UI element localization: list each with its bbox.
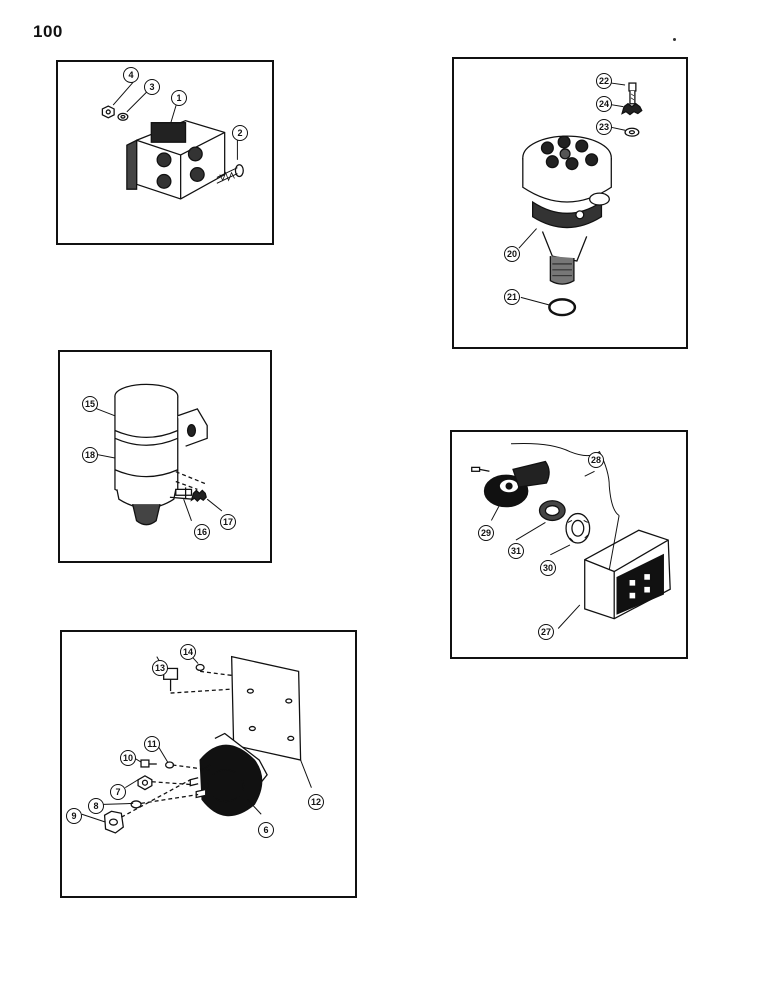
callout-29: 29 bbox=[478, 525, 494, 541]
callout-6: 6 bbox=[258, 822, 274, 838]
callout-2: 2 bbox=[232, 125, 248, 141]
coil-drawing bbox=[89, 383, 223, 526]
callout-15: 15 bbox=[82, 396, 98, 412]
solenoid-drawing bbox=[81, 653, 312, 834]
callout-31: 31 bbox=[508, 543, 524, 559]
callout-23: 23 bbox=[596, 119, 612, 135]
stray-mark bbox=[673, 38, 676, 41]
callout-22: 22 bbox=[596, 73, 612, 89]
coil-illustration-panel: 15 18 16 17 bbox=[58, 350, 272, 563]
callout-18: 18 bbox=[82, 447, 98, 463]
callout-30: 30 bbox=[540, 560, 556, 576]
callout-20: 20 bbox=[504, 246, 520, 262]
callout-10: 10 bbox=[120, 750, 136, 766]
switch-box-illustration-panel: 28 29 31 30 27 bbox=[450, 430, 688, 659]
callout-24: 24 bbox=[596, 96, 612, 112]
callout-9: 9 bbox=[66, 808, 82, 824]
solenoid-illustration-panel: 13 14 10 11 7 8 9 6 12 bbox=[60, 630, 357, 898]
page-number: 100 bbox=[33, 22, 63, 41]
callout-28: 28 bbox=[588, 452, 604, 468]
callout-7: 7 bbox=[110, 784, 126, 800]
callout-11: 11 bbox=[144, 736, 160, 752]
callout-4: 4 bbox=[123, 67, 139, 83]
callout-14: 14 bbox=[180, 644, 196, 660]
callout-8: 8 bbox=[88, 798, 104, 814]
callout-16: 16 bbox=[194, 524, 210, 540]
relay-drawing bbox=[101, 81, 244, 200]
callout-12: 12 bbox=[308, 794, 324, 810]
callout-21: 21 bbox=[504, 289, 520, 305]
relay-illustration-panel: 4 3 1 2 bbox=[56, 60, 274, 245]
distributor-illustration-panel: 22 24 23 20 21 bbox=[452, 57, 688, 349]
distributor-drawing bbox=[518, 82, 643, 317]
callout-1: 1 bbox=[171, 90, 187, 106]
callout-17: 17 bbox=[220, 514, 236, 530]
callout-13: 13 bbox=[152, 660, 168, 676]
switch-box-drawing bbox=[471, 442, 671, 629]
callout-27: 27 bbox=[538, 624, 554, 640]
callout-3: 3 bbox=[144, 79, 160, 95]
